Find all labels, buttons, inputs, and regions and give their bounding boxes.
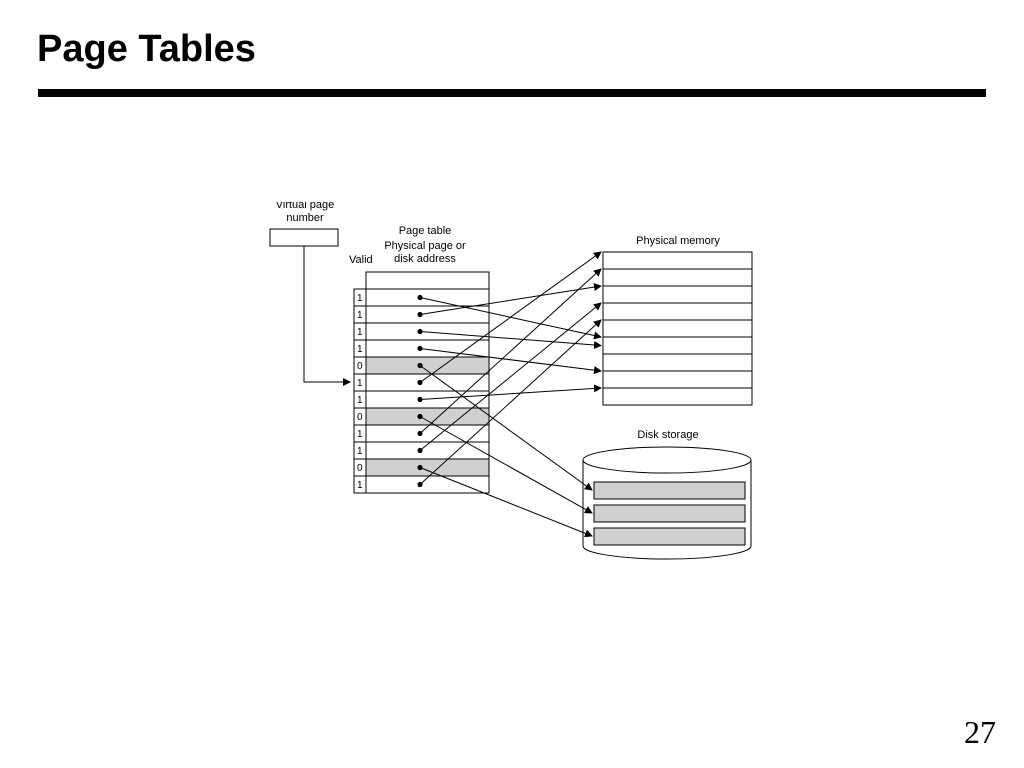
- mapping-arrow: [419, 268, 602, 434]
- disk-cylinder-top: [582, 446, 752, 474]
- address-cell: [365, 458, 490, 477]
- virtual-page-label-line2: number: [286, 212, 324, 224]
- mapping-arrow: [419, 384, 602, 400]
- page-table-row: 1: [353, 475, 490, 494]
- page-table-row: 1: [353, 424, 490, 443]
- physical-memory-label: Physical memory: [636, 235, 720, 247]
- disk-page: [593, 504, 746, 523]
- valid-bit: 1: [357, 293, 363, 304]
- valid-bit: 1: [357, 446, 363, 457]
- virtual-page-arrow: [303, 246, 351, 386]
- valid-bit: 0: [357, 463, 363, 474]
- page-table-label: Page table: [399, 225, 452, 237]
- valid-bit: 1: [357, 378, 363, 389]
- slide-number: 27: [964, 714, 996, 750]
- memory-frame: [602, 353, 753, 372]
- disk-page: [593, 527, 746, 546]
- page-table-row: 1: [353, 373, 490, 392]
- page-table-row: 1: [353, 339, 490, 358]
- valid-bit: 1: [357, 480, 363, 491]
- mapping-arrow: [419, 319, 602, 485]
- memory-frame: [602, 302, 753, 321]
- address-cell: [365, 424, 490, 443]
- mapping-arrow: [419, 302, 602, 451]
- mapping-arrow: [419, 331, 602, 349]
- memory-frame: [602, 370, 753, 389]
- memory-frame: [602, 268, 753, 287]
- slide-title: Page Tables: [37, 28, 256, 70]
- physical-page-label-line2: disk address: [394, 253, 456, 265]
- memory-frame: [602, 387, 753, 406]
- page-table-row: 0: [353, 407, 490, 426]
- page-table-row: 1: [353, 441, 490, 460]
- page-table-row: 0: [353, 356, 490, 375]
- disk-page: [593, 481, 746, 500]
- valid-bit: 0: [357, 412, 363, 423]
- page-table-row: 1: [353, 305, 490, 324]
- valid-bit: 1: [357, 327, 363, 338]
- mapping-arrow: [419, 348, 602, 375]
- mapping-arrows: [419, 251, 602, 538]
- valid-bit: 1: [357, 429, 363, 440]
- mapping-arrow: [419, 365, 593, 491]
- page-table-row: 1: [353, 288, 490, 307]
- address-cell: [365, 407, 490, 426]
- mapping-arrow: [419, 467, 593, 538]
- valid-bit: 1: [357, 395, 363, 406]
- valid-bit: 1: [357, 344, 363, 355]
- address-cell: [365, 475, 490, 494]
- disk-storage-label: Disk storage: [637, 429, 698, 441]
- address-cell: [365, 322, 490, 341]
- page-table-row: 1: [353, 322, 490, 341]
- memory-frame: [602, 251, 753, 270]
- physical-memory: [602, 251, 753, 406]
- valid-bit: 1: [357, 310, 363, 321]
- title-divider: [38, 89, 986, 97]
- memory-frame: [602, 319, 753, 338]
- disk-storage: [582, 446, 752, 560]
- valid-bit: 0: [357, 361, 363, 372]
- virtual-page-register: [269, 228, 339, 247]
- mapping-arrow: [419, 283, 602, 315]
- memory-frame: [602, 336, 753, 355]
- memory-frame: [602, 285, 753, 304]
- page-table: 1 1 1 1 0 1 1 0 1 1 0 1: [353, 271, 490, 494]
- physical-page-label-line1: Physical page or: [384, 240, 466, 252]
- page-table-header-row: [365, 271, 490, 290]
- mapping-arrow: [419, 416, 593, 514]
- valid-column-label: Valid: [349, 254, 373, 266]
- address-cell: [365, 288, 490, 307]
- page-table-row: 0: [353, 458, 490, 477]
- mapping-arrow: [419, 251, 602, 383]
- virtual-page-label-line1: Virtual page: [276, 199, 335, 211]
